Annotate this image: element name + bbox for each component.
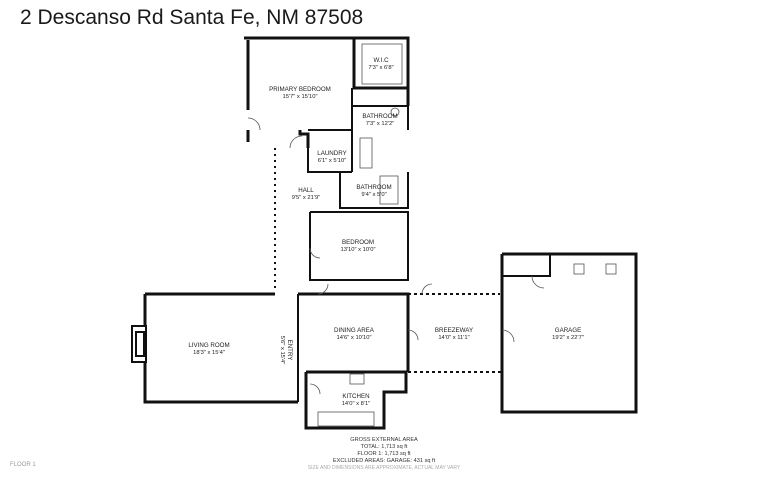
- bathroom1-dims: 7'3" x 12'2": [366, 121, 395, 127]
- primary-bedroom-dims: 15'7" x 15'10": [282, 94, 317, 100]
- fixtures: [317, 43, 617, 427]
- breezeway-label: BREEZEWAY: [435, 327, 473, 334]
- wic-label: W.I.C: [373, 57, 389, 64]
- entry-dims: 5'6" x 15'4": [279, 336, 285, 365]
- bathroom2-label: BATHROOM: [356, 184, 391, 191]
- floor-label: FLOOR 1: [10, 462, 36, 468]
- kitchen-label: KITCHEN: [342, 393, 369, 400]
- bathroom1-label: BATHROOM: [362, 113, 397, 120]
- hall-label: HALL: [298, 187, 314, 194]
- area-heading: GROSS EXTERNAL AREA: [350, 437, 418, 443]
- primary-bedroom-label: PRIMARY BEDROOM: [269, 86, 331, 93]
- garage-dims: 19'2" x 22'7": [552, 335, 584, 341]
- page-title: 2 Descanso Rd Santa Fe, NM 87508: [20, 6, 364, 29]
- wic-dims: 7'3" x 6'8": [368, 65, 393, 71]
- living-room-dims: 18'3" x 15'4": [193, 350, 225, 356]
- dining-area-dims: 14'6" x 10'10": [336, 335, 371, 341]
- exterior-walls: [143, 36, 638, 430]
- dining-area-label: DINING AREA: [334, 327, 375, 334]
- bedroom-dims: 13'10" x 10'0": [340, 247, 375, 253]
- area-excluded: EXCLUDED AREAS: GARAGE: 431 sq ft: [332, 458, 436, 464]
- laundry-dims: 6'1" x 5'10": [318, 158, 347, 164]
- bedroom-label: BEDROOM: [342, 239, 374, 246]
- area-floor1: FLOOR 1: 1,713 sq ft: [357, 451, 411, 457]
- laundry-label: LAUNDRY: [317, 150, 346, 157]
- kitchen-dims: 14'0" x 8'1": [342, 401, 371, 407]
- entry-label: ENTRY: [286, 340, 293, 361]
- disclaimer: SIZE AND DIMENSIONS ARE APPROXIMATE, ACT…: [307, 465, 461, 471]
- area-total: TOTAL: 1,713 sq ft: [360, 444, 408, 450]
- fireplace-icon: [131, 325, 147, 363]
- breezeway-dims: 14'0" x 11'1": [438, 335, 469, 341]
- room-labels: W.I.C 7'3" x 6'8" PRIMARY BEDROOM 15'7" …: [188, 57, 584, 407]
- garage-label: GARAGE: [555, 327, 581, 334]
- bathroom2-dims: 9'4" x 5'0": [361, 192, 386, 198]
- living-room-label: LIVING ROOM: [188, 342, 229, 349]
- door-swings: [247, 117, 545, 395]
- hall-dims: 9'5" x 21'9": [292, 195, 321, 201]
